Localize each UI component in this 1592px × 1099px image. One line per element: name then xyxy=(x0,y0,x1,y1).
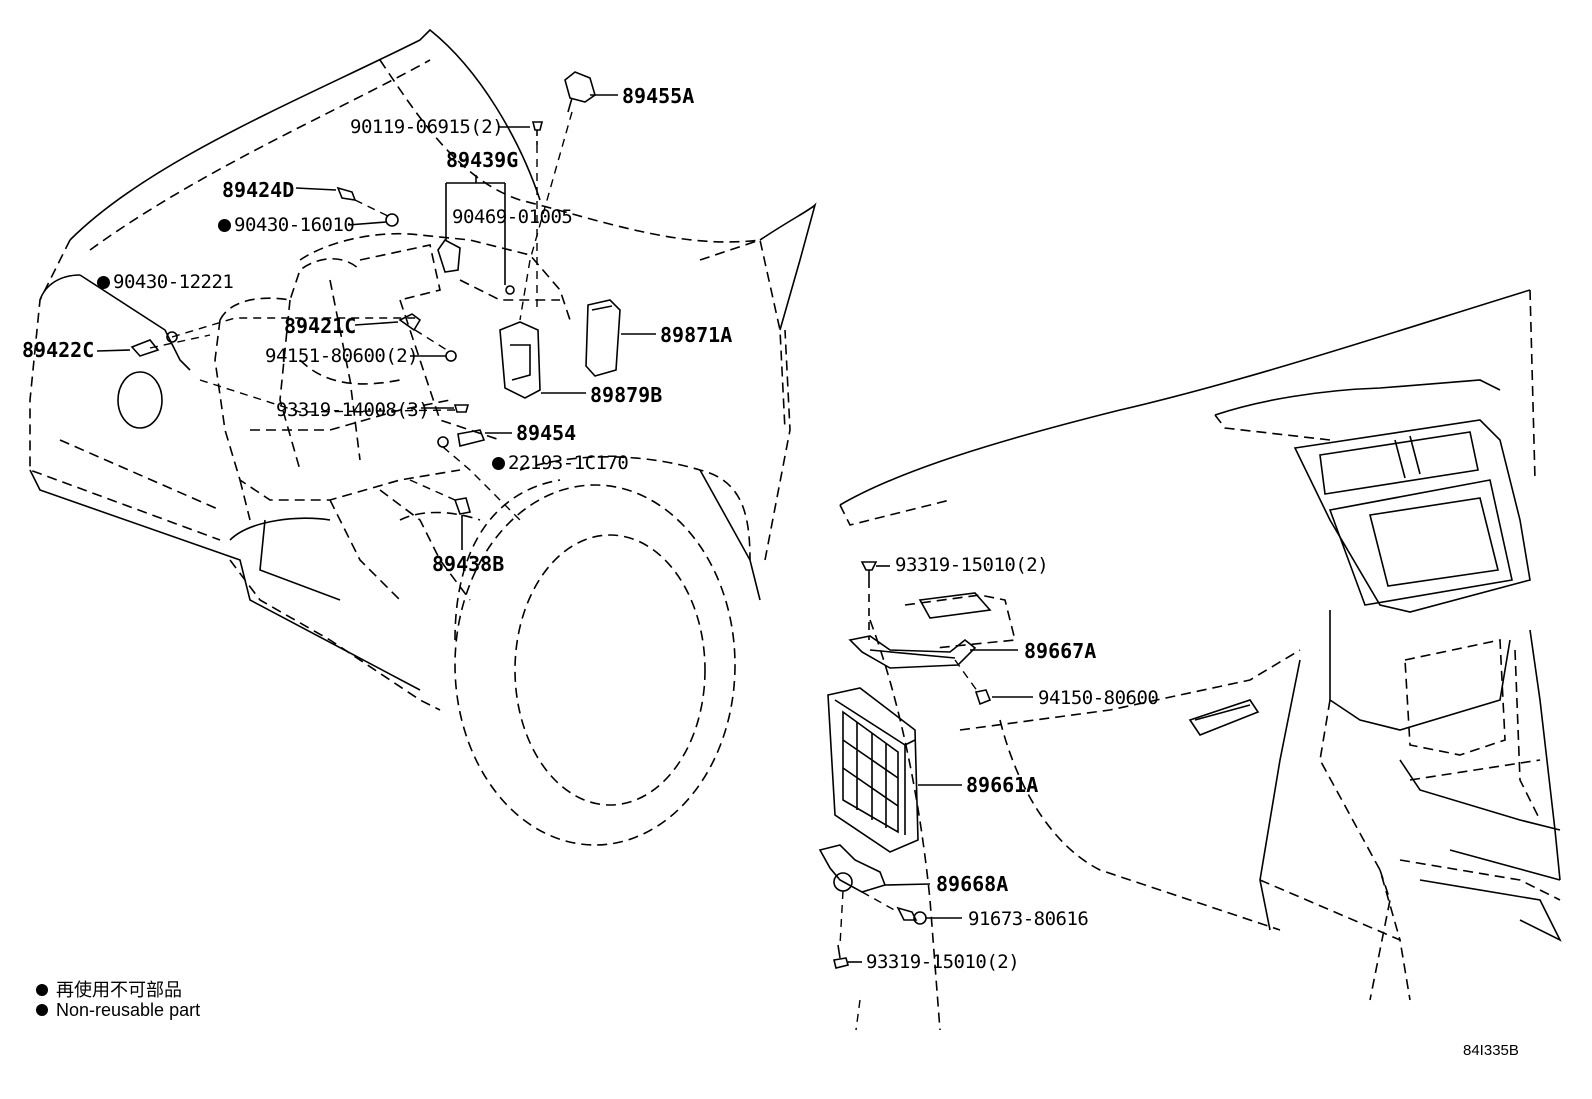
legend-en: Non-reusable part xyxy=(36,1000,200,1021)
label-22193-1C170: 22193-1C170 xyxy=(492,454,629,473)
label-90469-01005: 90469-01005 xyxy=(452,206,573,228)
non-reusable-dot-icon xyxy=(97,276,110,289)
figure-code: 84I335B xyxy=(1463,1042,1519,1059)
engine-dashed-leaders xyxy=(149,111,573,521)
label-90430-16010: 90430-16010 xyxy=(218,216,355,235)
label-89668A: 89668A xyxy=(936,872,1009,896)
vehicle-front-outline xyxy=(29,28,817,711)
label-91673-80616: 91673-80616 xyxy=(968,908,1089,930)
label-89661A: 89661A xyxy=(966,773,1039,797)
legend-jp: 再使用不可部品 xyxy=(36,976,182,1002)
non-reusable-dot-icon xyxy=(36,984,48,996)
label-89454: 89454 xyxy=(516,421,577,445)
ecu-assembly xyxy=(818,561,1033,969)
engine-sensors xyxy=(96,71,656,550)
front-wheel xyxy=(454,479,736,846)
label-89879B: 89879B xyxy=(590,383,663,407)
label-89438B: 89438B xyxy=(432,552,505,576)
label-90119-06915: 90119-06915(2) xyxy=(350,116,504,138)
label-90430-12221: 90430-12221 xyxy=(97,273,234,292)
label-89439G: 89439G xyxy=(446,148,519,172)
label-89422C: 89422C xyxy=(22,338,95,362)
engine-outline xyxy=(214,232,571,601)
label-89421C: 89421C xyxy=(284,314,357,338)
ecu-dashed-leaders xyxy=(839,659,979,1031)
label-89424D: 89424D xyxy=(222,178,295,202)
non-reusable-dot-icon xyxy=(36,1004,48,1016)
label-93319-14008: 93319-14008(3) xyxy=(276,399,430,421)
label-94151-80600: 94151-80600(2) xyxy=(265,345,419,367)
label-89667A: 89667A xyxy=(1024,639,1097,663)
non-reusable-dot-icon xyxy=(218,219,231,232)
non-reusable-dot-icon xyxy=(492,457,505,470)
dashboard-outline xyxy=(839,289,1562,1031)
label-89455A: 89455A xyxy=(622,84,695,108)
label-89871A: 89871A xyxy=(660,323,733,347)
label-93319-15010-top: 93319-15010(2) xyxy=(895,554,1049,576)
label-93319-15010-bottom: 93319-15010(2) xyxy=(866,951,1020,973)
label-94150-80600: 94150-80600 xyxy=(1038,687,1159,709)
